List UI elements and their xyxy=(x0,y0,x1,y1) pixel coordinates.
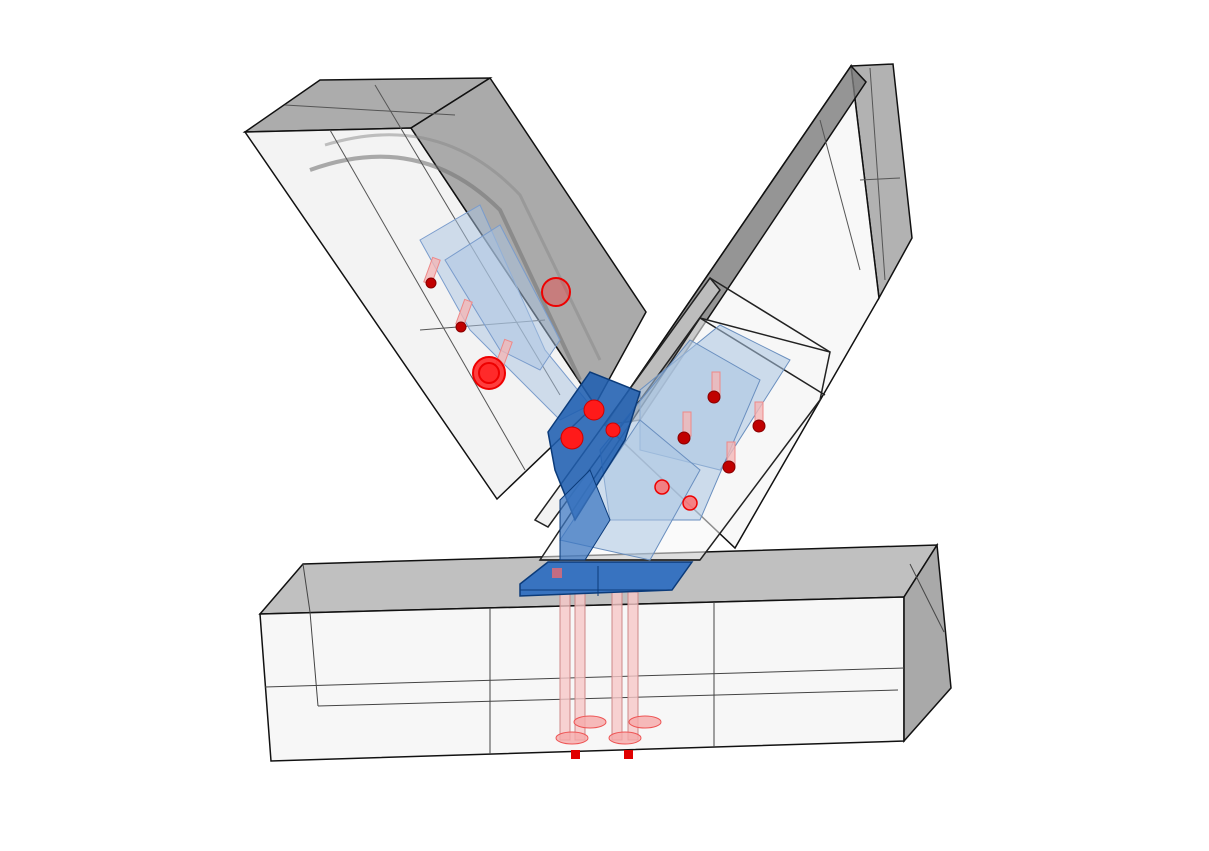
horizontal-beam[interactable] xyxy=(258,542,952,762)
anchor-bolts[interactable] xyxy=(555,591,662,759)
anchor-nut-1 xyxy=(571,750,580,759)
horizontal-beam-end-face xyxy=(903,542,952,743)
connector-knee xyxy=(547,371,641,522)
steel-connector[interactable] xyxy=(419,204,694,597)
left-diagonal-beam[interactable] xyxy=(242,76,647,501)
connector-base-plate xyxy=(519,561,694,597)
anchor-nut-2 xyxy=(624,750,633,759)
